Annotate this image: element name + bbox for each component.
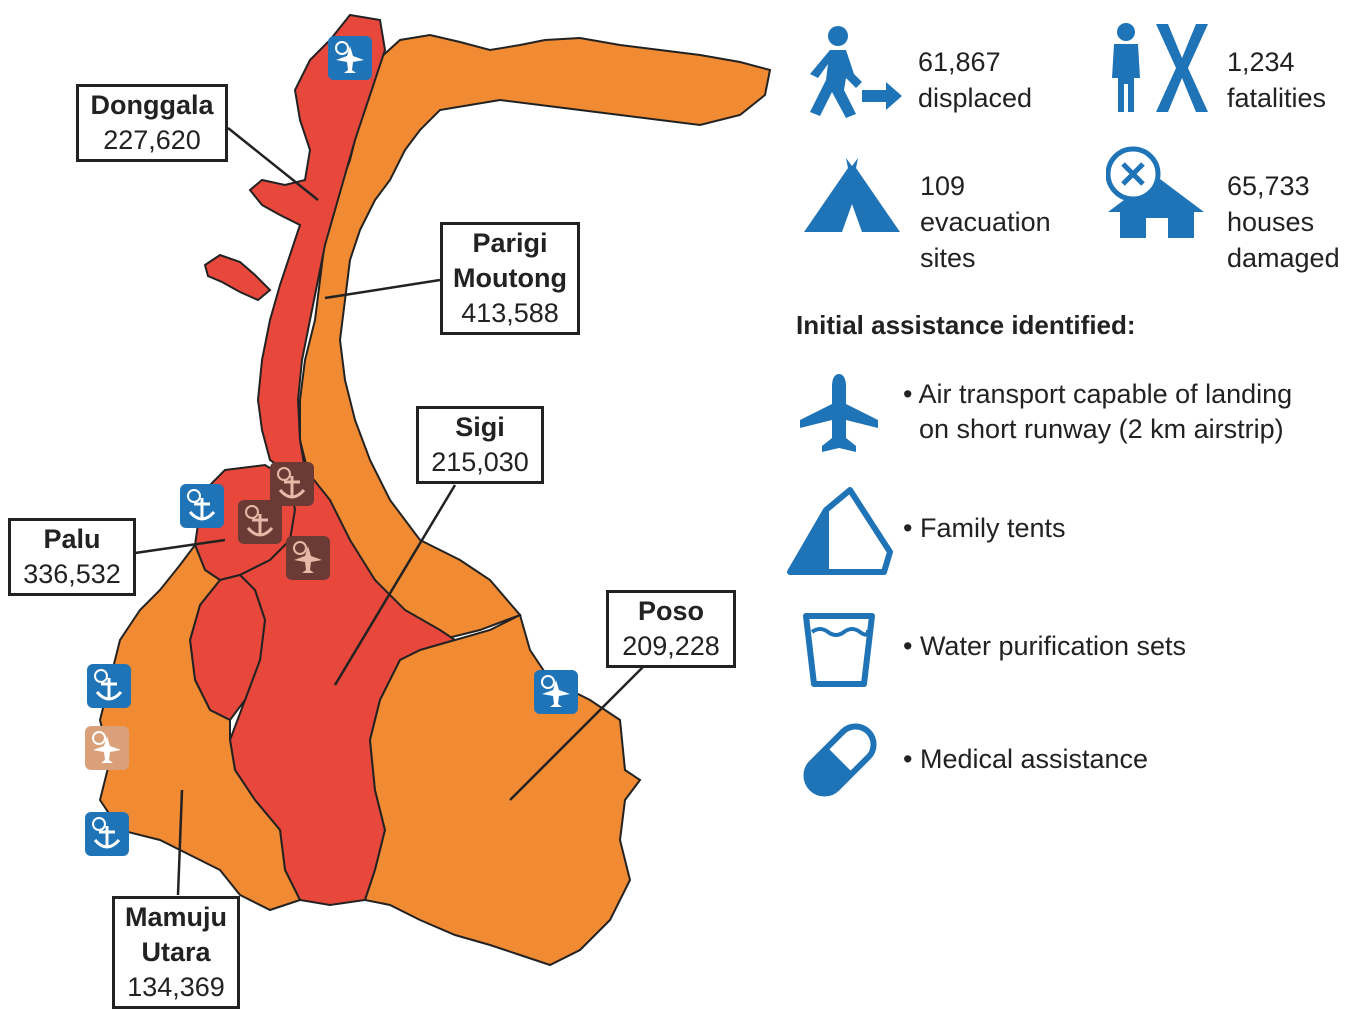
label-parigi-name2: Moutong [453, 263, 567, 293]
airport-closed-icon [286, 536, 330, 580]
airport-operational-icon [534, 670, 578, 714]
stat-evacuation-label1: evacuation [920, 207, 1051, 237]
label-mamuju-utara: Mamuju Utara 134,369 [112, 896, 240, 1009]
stat-evacuation: 109 evacuation sites [920, 168, 1051, 276]
region-parigi-moutong[interactable] [299, 33, 772, 642]
label-sigi-name: Sigi [455, 412, 505, 442]
damaged-house-icon [1106, 146, 1204, 238]
label-poso: Poso 209,228 [606, 590, 736, 668]
tent-icon [804, 158, 900, 232]
stat-evacuation-value: 109 [920, 171, 966, 201]
stat-fatalities-value: 1,234 [1227, 47, 1295, 77]
label-mamuju-name2: Utara [141, 937, 211, 967]
seaport-closed-icon [270, 462, 314, 506]
label-parigi-value: 413,588 [461, 298, 559, 328]
fatality-icon [1112, 23, 1208, 112]
assist-water-line1: • Water purification sets [903, 631, 1187, 661]
stat-houses: 65,733 houses damaged [1227, 168, 1340, 276]
label-palu: Palu 336,532 [8, 518, 136, 596]
seaport-operational-icon [85, 812, 129, 856]
label-mamuju-name1: Mamuju [124, 902, 227, 932]
label-sigi: Sigi 215,030 [416, 406, 544, 484]
airport-operational-icon [328, 36, 372, 80]
leader-lines [134, 127, 646, 896]
label-palu-value: 336,532 [23, 559, 121, 589]
water-glass-icon [803, 613, 875, 687]
stat-houses-label1: houses [1227, 207, 1315, 237]
region-poso[interactable] [363, 613, 642, 967]
label-parigi-moutong: Parigi Moutong 413,588 [440, 222, 580, 335]
label-donggala-name: Donggala [90, 90, 214, 120]
assist-medical-line1: • Medical assistance [903, 744, 1149, 774]
stat-displaced: 61,867 displaced [918, 44, 1032, 116]
stat-houses-value: 65,733 [1227, 171, 1310, 201]
assist-air-transport: • Air transport capable of landing on sh… [903, 377, 1292, 447]
assist-family-tents: • Family tents [903, 511, 1066, 546]
seaport-operational-icon [180, 484, 224, 528]
label-donggala: Donggala 227,620 [76, 84, 228, 162]
stat-evacuation-label2: sites [920, 243, 976, 273]
pill-capsule-icon [803, 723, 877, 797]
map-markers [85, 36, 578, 856]
seaport-operational-icon [87, 664, 131, 708]
airplane-icon [800, 374, 878, 452]
family-tent-icon [787, 487, 893, 575]
region-donggala-island [203, 253, 272, 302]
label-poso-value: 209,228 [622, 631, 720, 661]
stat-houses-label2: damaged [1227, 243, 1340, 273]
region-map [85, 13, 772, 967]
label-poso-name: Poso [637, 596, 704, 626]
stat-displaced-value: 61,867 [918, 47, 1001, 77]
stat-fatalities-label: fatalities [1227, 83, 1327, 113]
region-donggala[interactable] [248, 13, 387, 471]
label-donggala-value: 227,620 [103, 125, 201, 155]
assist-air-line1: • Air transport capable of landing [903, 379, 1293, 409]
stat-displaced-label: displaced [918, 83, 1033, 113]
label-sigi-value: 215,030 [431, 447, 529, 477]
label-parigi-name1: Parigi [472, 228, 548, 258]
seaport-closed-icon [238, 500, 282, 544]
assist-water-purification: • Water purification sets [903, 629, 1186, 664]
label-mamuju-value: 134,369 [127, 972, 225, 1002]
assist-air-line2: on short runway (2 km airstrip) [919, 414, 1284, 444]
assistance-heading: Initial assistance identified: [796, 310, 1136, 340]
label-palu-name: Palu [43, 524, 101, 554]
airport-limited-icon [85, 726, 129, 770]
stat-fatalities: 1,234 fatalities [1227, 44, 1326, 116]
displaced-person-icon [810, 26, 902, 118]
assist-tents-line1: • Family tents [903, 513, 1066, 543]
assist-medical: • Medical assistance [903, 742, 1148, 777]
